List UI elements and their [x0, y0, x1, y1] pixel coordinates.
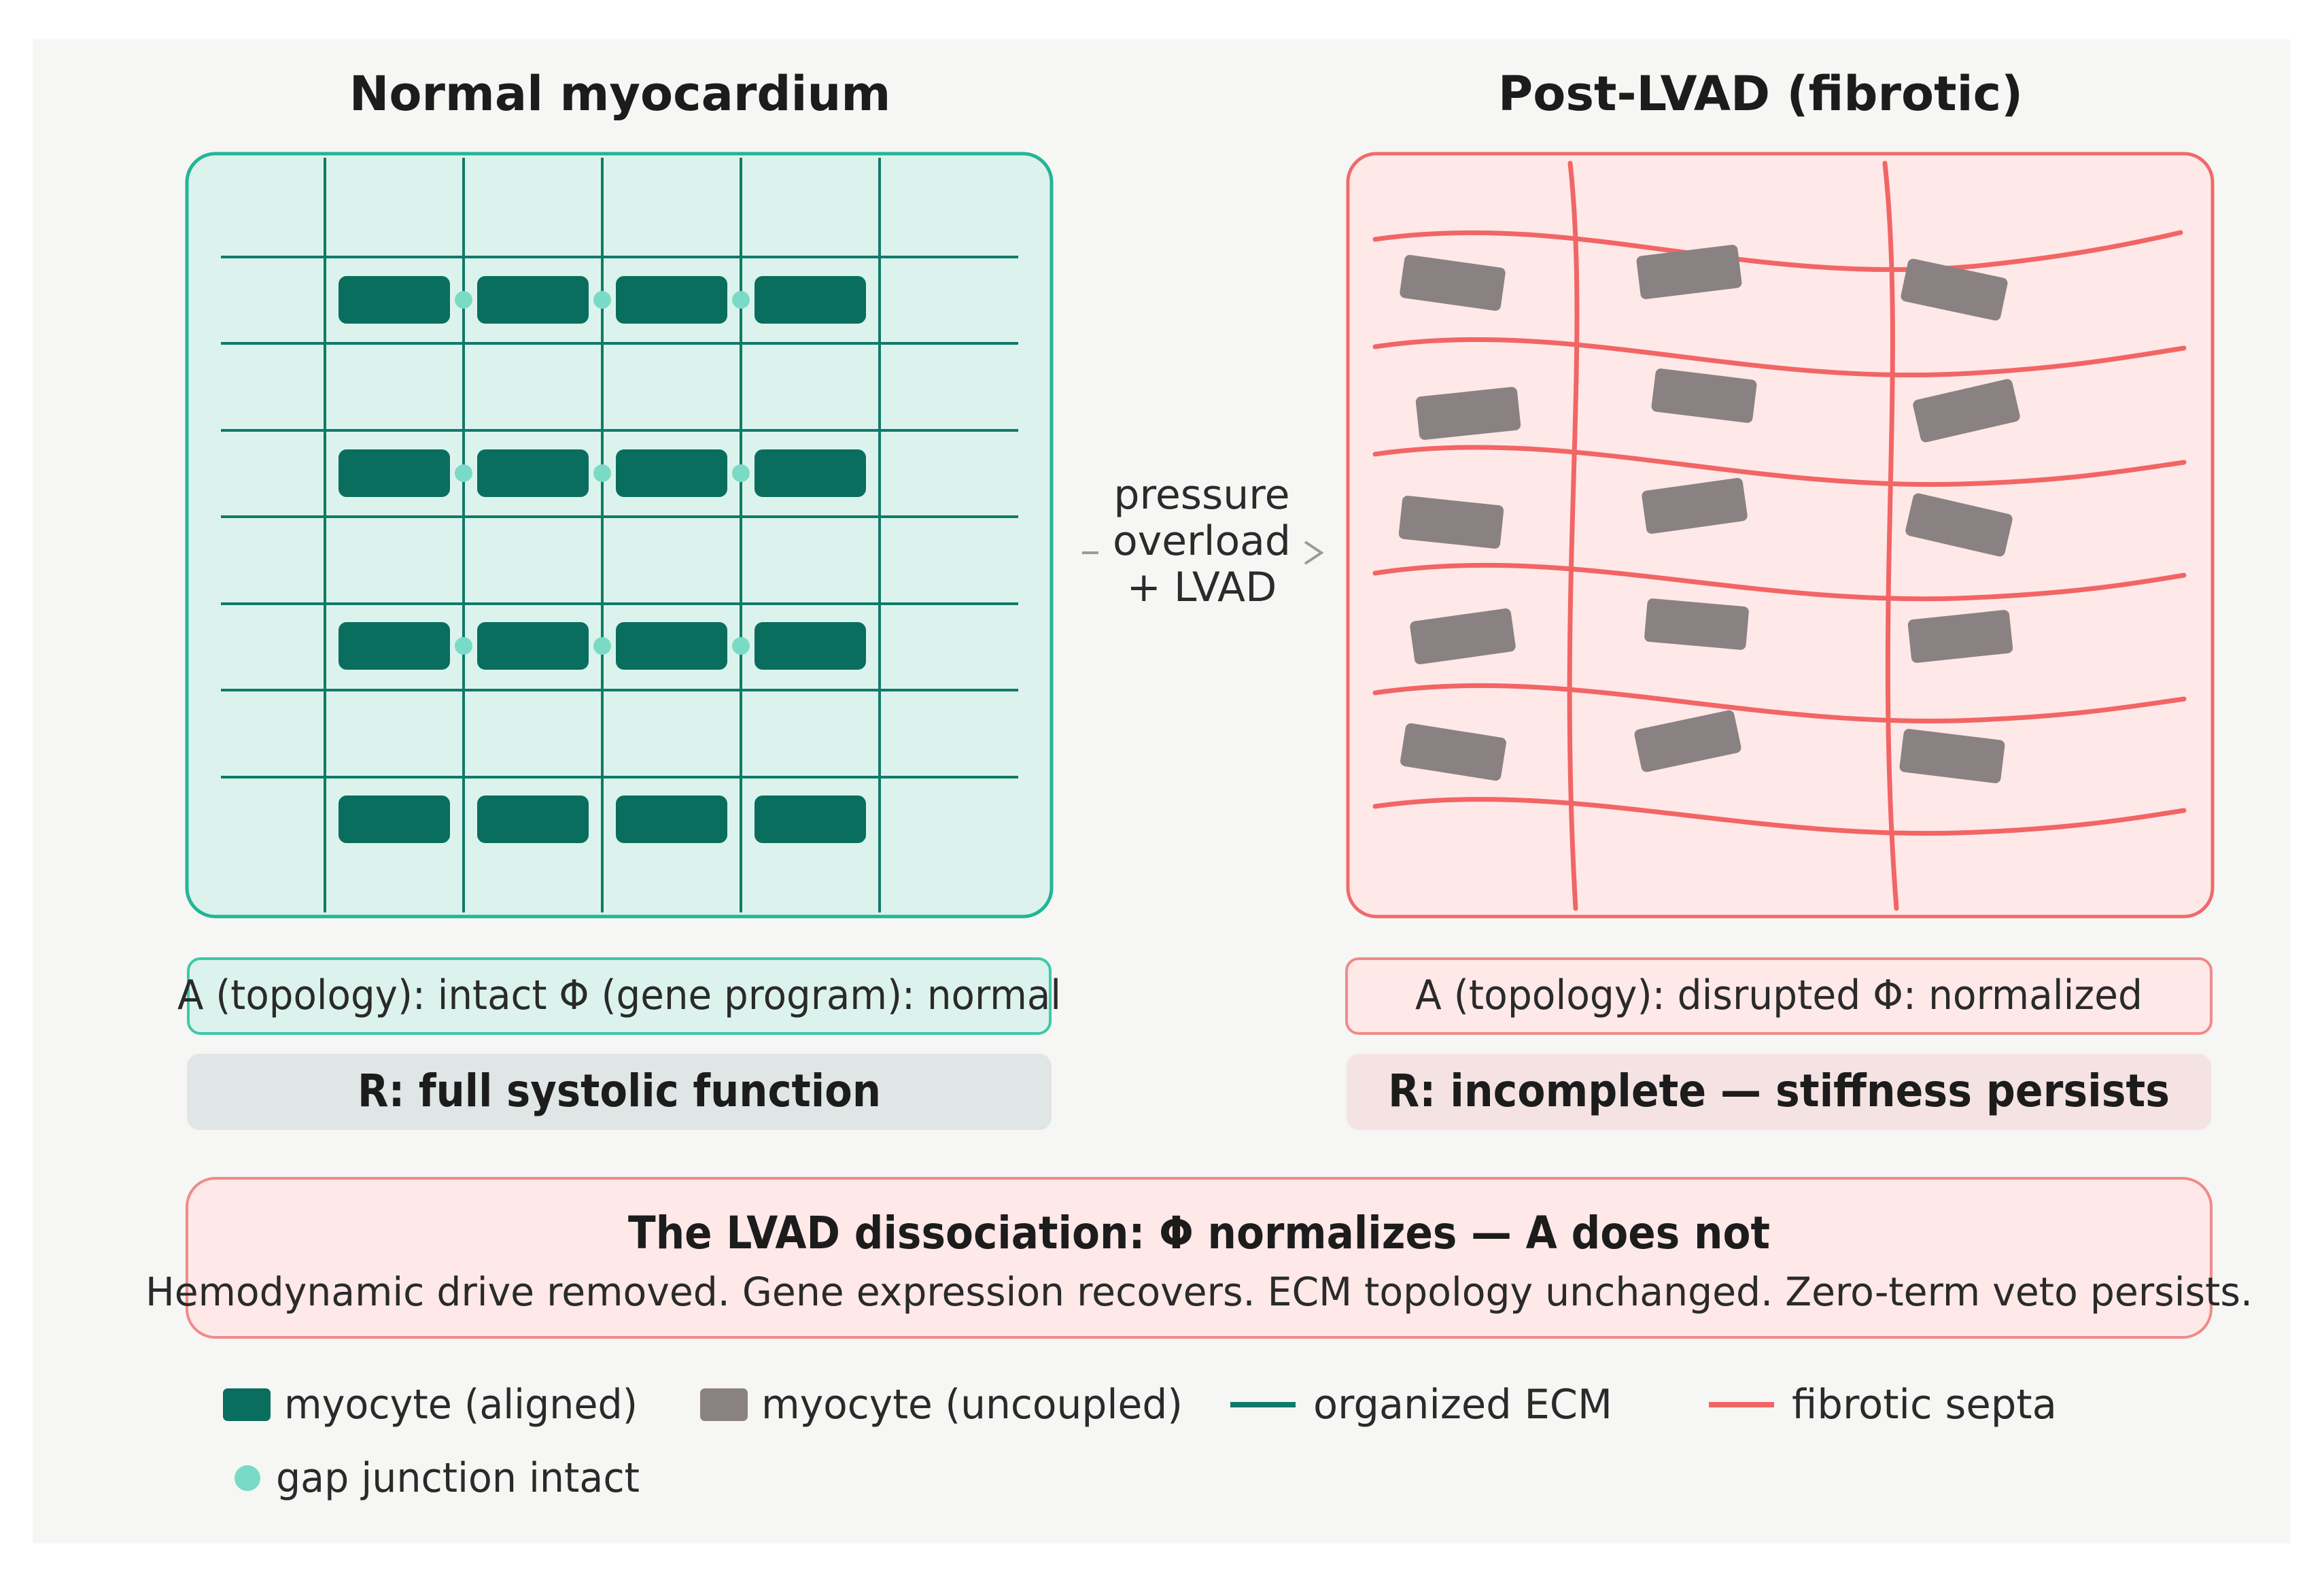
legend-swatch-uncoupled-myocyte [700, 1388, 748, 1421]
aligned-myocyte [339, 449, 450, 497]
gap-junction [593, 464, 611, 482]
septum-h-5 [1372, 683, 2187, 723]
uncoupled-myocyte [1400, 723, 1506, 781]
arrow-label-line-1: pressure [1113, 471, 1289, 519]
left-status-text: A (topology): intact Φ (gene program): n… [177, 972, 1061, 1019]
aligned-myocyte [477, 795, 589, 843]
aligned-myocyte [339, 276, 450, 324]
aligned-myocyte [755, 276, 866, 324]
legend: myocyte (aligned) myocyte (uncoupled) or… [223, 1381, 2057, 1502]
arrow-label-line-3: + LVAD [1127, 564, 1277, 611]
arrow-label-line-2: overload [1113, 517, 1291, 565]
gap-junction [732, 464, 750, 482]
right-panel-title: Post-LVAD (fibrotic) [1498, 66, 2023, 122]
uncoupled-myocyte [1415, 387, 1521, 440]
gap-junction [732, 291, 750, 309]
uncoupled-myocyte [1410, 608, 1516, 665]
gap-junction [455, 291, 472, 309]
aligned-myocyte [755, 622, 866, 670]
legend-label-uncoupled-myocyte: myocyte (uncoupled) [761, 1381, 1183, 1428]
organized-ecm-grid [221, 158, 1018, 912]
right-status-box [1345, 957, 2213, 1035]
legend-swatch-aligned-myocyte [223, 1388, 271, 1421]
septum-h-6 [1372, 797, 2187, 836]
transition-arrow: pressure overload + LVAD [1082, 471, 1324, 611]
uncoupled-myocyte [1398, 496, 1504, 549]
aligned-myocyte [477, 622, 589, 670]
septum-h-2 [1372, 337, 2187, 378]
right-status-text: A (topology): disrupted Φ: normalized [1415, 972, 2143, 1019]
uncoupled-myocyte [1634, 710, 1741, 772]
left-status-box [187, 957, 1052, 1035]
uncoupled-myocyte [1901, 258, 2008, 321]
septum-h-4 [1372, 562, 2187, 602]
legend-label-organized-ecm: organized ECM [1313, 1381, 1612, 1428]
aligned-myocyte [616, 449, 727, 497]
arrow-head [1304, 541, 1324, 565]
gap-junction [593, 637, 611, 655]
gap-junction [455, 464, 472, 482]
fibrotic-septa [1372, 160, 2187, 911]
legend-label-gap-junction: gap junction intact [276, 1454, 640, 1502]
summary-subtitle: Hemodynamic drive removed. Gene expressi… [145, 1269, 2253, 1315]
aligned-myocyte [616, 622, 727, 670]
aligned-myocyte [616, 795, 727, 843]
left-panel-title: Normal myocardium [349, 66, 891, 122]
gap-junction [732, 637, 750, 655]
aligned-myocyte [339, 622, 450, 670]
aligned-myocyte [616, 276, 727, 324]
septum-v-2 [1882, 160, 1899, 911]
uncoupled-myocyte [1636, 245, 1742, 299]
uncoupled-myocyte [1651, 369, 1757, 423]
post-lvad-panel [1346, 152, 2215, 919]
legend-swatch-gap-junction [235, 1465, 260, 1491]
uncoupled-myocyte [1913, 379, 2020, 443]
aligned-myocyte [477, 449, 589, 497]
uncoupled-myocyte [1642, 477, 1748, 534]
aligned-myocytes [339, 276, 866, 843]
uncoupled-myocyte [1899, 729, 2005, 783]
septum-h-1 [1372, 230, 2183, 273]
legend-label-fibrotic-septa: fibrotic septa [1792, 1381, 2057, 1428]
right-result-text: R: incomplete — stiffness persists [1388, 1065, 2170, 1117]
right-result-box [1347, 1054, 2211, 1130]
gap-junction [593, 291, 611, 309]
gap-junctions [455, 291, 750, 655]
aligned-myocyte [477, 276, 589, 324]
septum-v-1 [1567, 160, 1580, 911]
gap-junction [455, 637, 472, 655]
left-result-box [187, 1054, 1052, 1130]
aligned-myocyte [339, 795, 450, 843]
summary-box [186, 1177, 2213, 1339]
summary-title: The LVAD dissociation: Φ normalizes — A … [628, 1207, 1770, 1259]
uncoupled-myocyte [1907, 610, 2013, 663]
normal-myocardium-panel [185, 152, 1054, 919]
legend-label-aligned-myocyte: myocyte (aligned) [284, 1381, 638, 1428]
uncoupled-myocyte [1644, 598, 1749, 650]
uncoupled-myocyte [1905, 493, 2013, 557]
aligned-myocyte [755, 449, 866, 497]
uncoupled-myocyte [1400, 254, 1506, 311]
left-result-text: R: full systolic function [358, 1065, 881, 1117]
aligned-myocyte [755, 795, 866, 843]
septum-h-3 [1372, 445, 2187, 487]
uncoupled-myocytes [1398, 245, 2020, 783]
